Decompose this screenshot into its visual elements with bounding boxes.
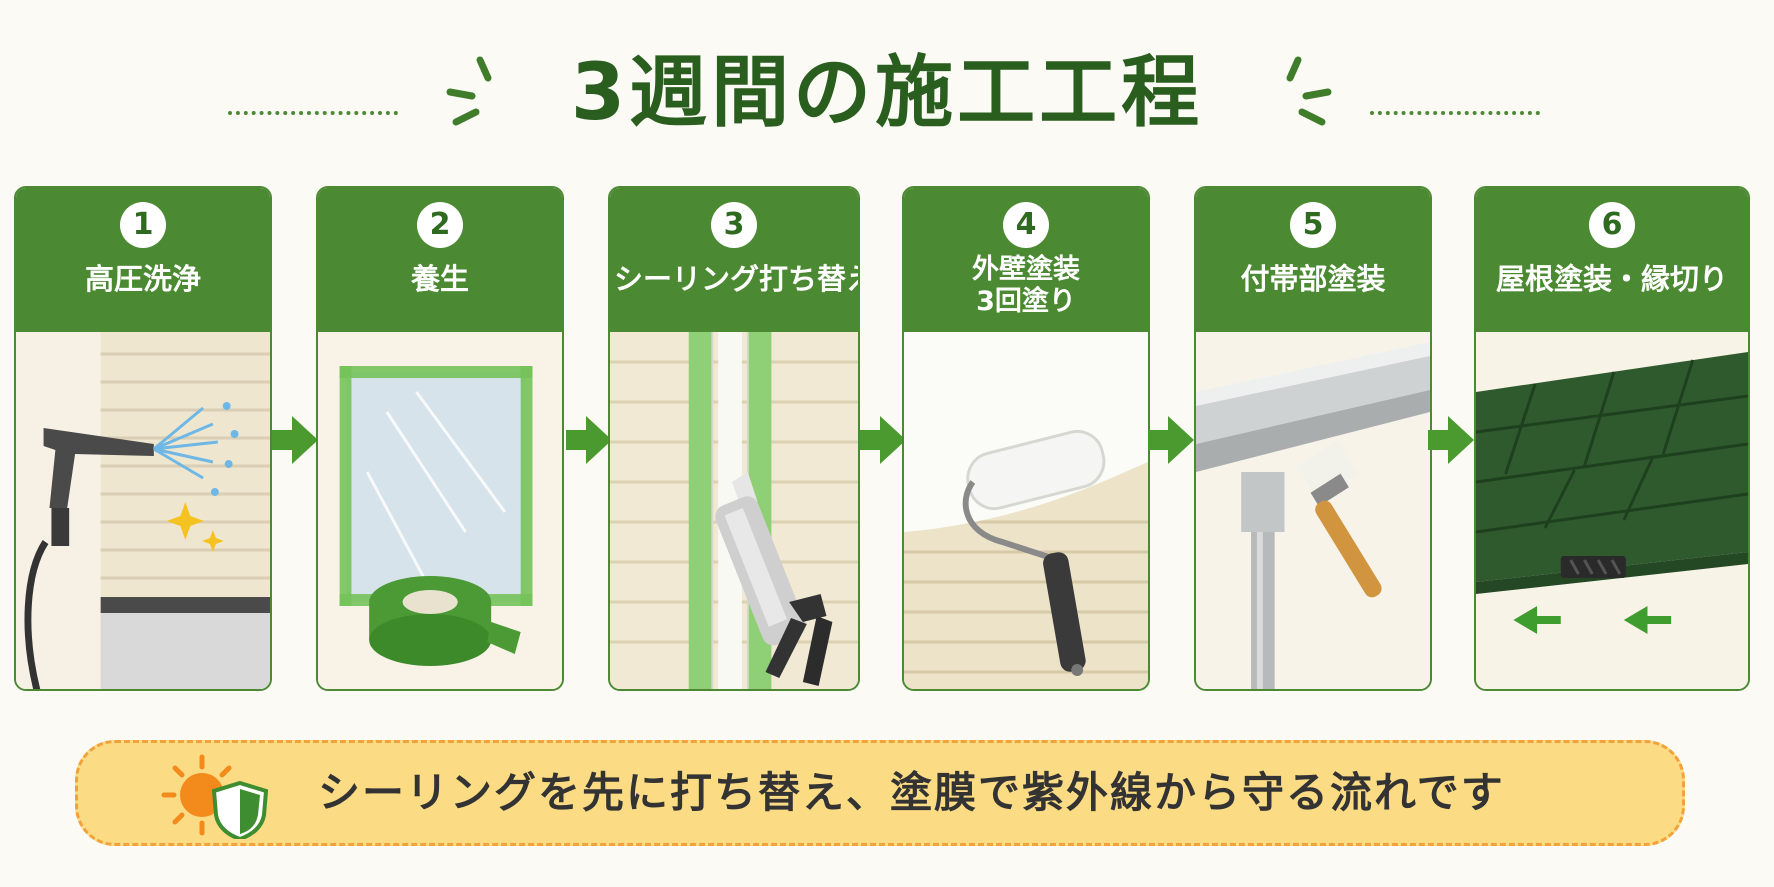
step-label-line2: 3回塗り [976, 286, 1076, 317]
step-number: 3 [711, 202, 757, 248]
page-title: 3週間の施工工程 [570, 48, 1204, 138]
paint-brush-icon [1196, 332, 1430, 689]
title-burst-right-icon [1286, 56, 1332, 126]
pressure-washer-icon [16, 332, 270, 689]
flow-arrow-5-icon [1428, 416, 1474, 464]
flow-arrow-4-icon [1148, 416, 1194, 464]
step-card-header: 3 シーリング打ち替え [610, 188, 858, 332]
step-card-header: 6 屋根塗装・縁切り [1476, 188, 1748, 332]
step-label: 養生 [410, 262, 469, 296]
caulking-gun-icon [610, 332, 858, 689]
flow-arrow-1-icon [272, 416, 318, 464]
step-label: 付帯部塗装 [1240, 262, 1386, 296]
step-card-header: 4 外壁塗装 3回塗り [904, 188, 1148, 332]
summary-banner: シーリングを先に打ち替え、塗膜で紫外線から守る流れです [75, 740, 1685, 846]
step-label: シーリング打ち替え [614, 262, 860, 296]
masking-tape-icon [318, 332, 562, 689]
step-card-1: 1 高圧洗浄 [14, 186, 272, 691]
step-label-line1: 外壁塗装 [972, 254, 1080, 285]
step-number: 4 [1003, 202, 1049, 248]
paint-roller-icon [904, 332, 1148, 689]
step-label: 外壁塗装 3回塗り [908, 254, 1144, 318]
step-label: 高圧洗浄 [84, 262, 201, 296]
step-number: 1 [120, 202, 166, 248]
step-number: 2 [417, 202, 463, 248]
step-card-4: 4 外壁塗装 3回塗り [902, 186, 1150, 691]
flow-arrow-2-icon [566, 416, 612, 464]
title-dotted-line-left [228, 111, 398, 115]
sun-shield-icon [161, 754, 269, 839]
flow-arrow-3-icon [860, 416, 906, 464]
step-card-6: 6 屋根塗装・縁切り [1474, 186, 1750, 691]
title-row: 3週間の施工工程 [0, 38, 1774, 148]
title-dotted-line-right [1370, 111, 1540, 115]
step-number: 5 [1290, 202, 1336, 248]
step-card-header: 1 高圧洗浄 [16, 188, 270, 332]
step-number: 6 [1589, 202, 1635, 248]
title-burst-left-icon [446, 56, 492, 126]
step-card-5: 5 付帯部塗装 [1194, 186, 1432, 691]
roof-icon [1476, 332, 1748, 689]
step-card-header: 2 養生 [318, 188, 562, 332]
step-card-header: 5 付帯部塗装 [1196, 188, 1430, 332]
step-card-3: 3 シーリング打ち替え [608, 186, 860, 691]
step-label: 屋根塗装・縁切り [1495, 262, 1728, 296]
step-card-2: 2 養生 [316, 186, 564, 691]
summary-text: シーリングを先に打ち替え、塗膜で紫外線から守る流れです [318, 768, 1505, 817]
